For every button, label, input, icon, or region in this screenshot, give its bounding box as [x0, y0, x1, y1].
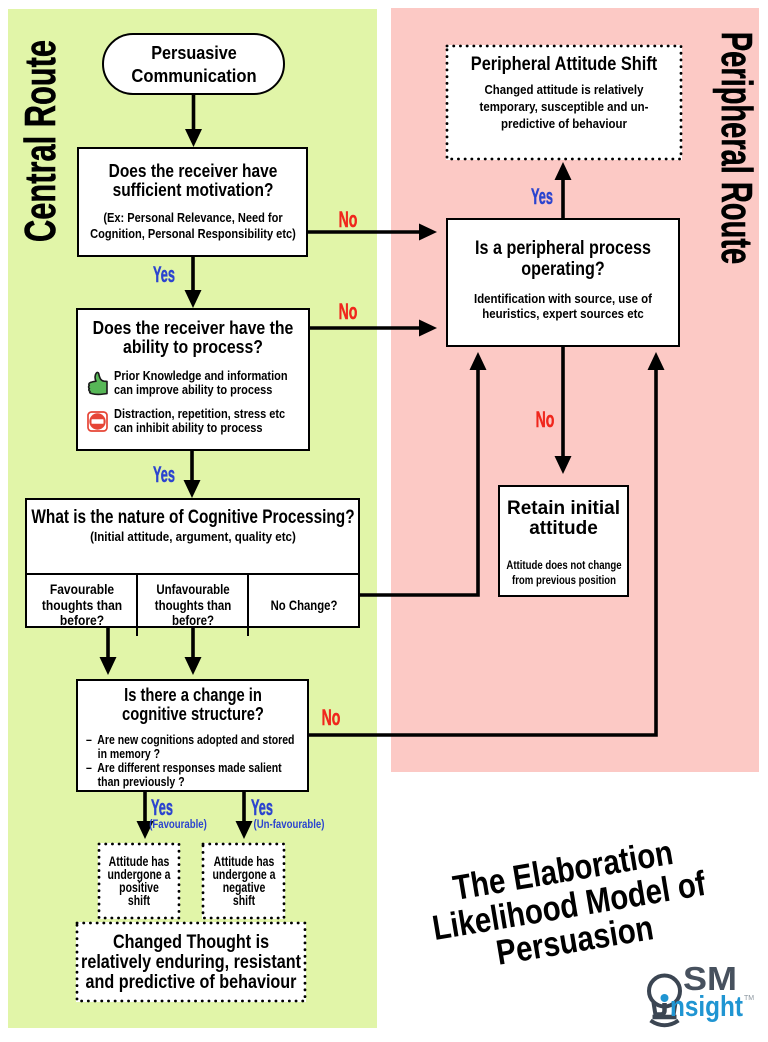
svg-text:SM: SM [683, 960, 737, 997]
svg-text:nsight: nsight [670, 991, 743, 1023]
svg-text:TM: TM [744, 995, 754, 1002]
